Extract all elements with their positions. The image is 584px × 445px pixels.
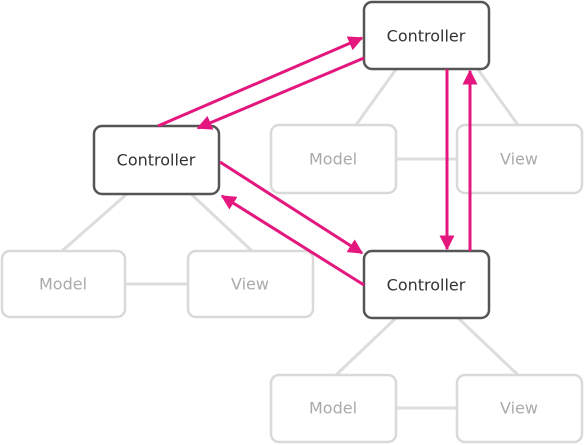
connector-lines — [61, 67, 520, 410]
model-label: Model — [309, 399, 357, 418]
connector-line — [455, 315, 520, 377]
model-label: Model — [39, 275, 87, 294]
view-label: View — [231, 275, 269, 294]
view-label: View — [500, 399, 538, 418]
controller-box-top: Controller — [362, 0, 491, 71]
controller-label: Controller — [387, 276, 466, 295]
controller-box-left: Controller — [92, 124, 221, 196]
view-box: View — [455, 373, 584, 444]
arrow-left-to-bottom — [219, 160, 364, 255]
view-label: View — [500, 150, 538, 169]
message-arrows — [157, 36, 478, 287]
controller-label: Controller — [117, 151, 196, 170]
model-box: Model — [269, 373, 398, 444]
controller-boxes: Controller Controller Controller — [92, 0, 491, 320]
controller-box-bottom: Controller — [362, 249, 491, 320]
connector-line — [475, 67, 520, 126]
controller-label: Controller — [387, 27, 466, 46]
view-box: View — [186, 249, 315, 319]
connector-line — [188, 191, 254, 253]
arrow-top-to-left — [196, 56, 365, 130]
model-box: Model — [269, 123, 398, 195]
connector-line — [354, 67, 399, 126]
view-box: View — [455, 123, 584, 195]
connector-line — [334, 315, 399, 377]
model-view-boxes: Model View Model View Model View — [0, 123, 584, 444]
model-box: Model — [0, 249, 127, 319]
arrow-left-to-top — [157, 36, 364, 128]
connector-line — [61, 191, 129, 253]
model-label: Model — [309, 150, 357, 169]
arrow-bottom-to-left — [220, 194, 365, 287]
